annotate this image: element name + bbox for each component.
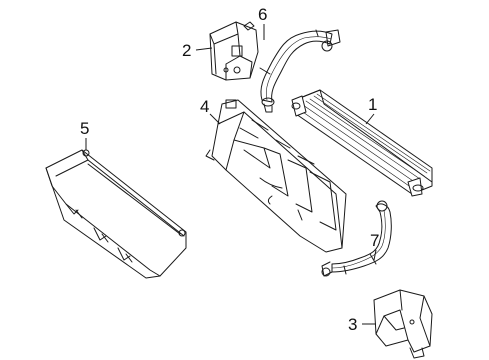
part-1-oil-cooler bbox=[291, 89, 433, 197]
callout-1: 1 bbox=[365, 95, 377, 125]
part-5-air-guide bbox=[45, 149, 187, 279]
callout-label-6: 6 bbox=[258, 5, 267, 24]
callout-2: 2 bbox=[182, 41, 213, 60]
callout-label-3: 3 bbox=[348, 315, 357, 334]
callout-5: 5 bbox=[80, 119, 89, 150]
part-6-upper-hose bbox=[259, 29, 341, 113]
part-4-air-duct bbox=[205, 99, 347, 253]
callout-label-1: 1 bbox=[368, 95, 377, 114]
callout-4: 4 bbox=[200, 97, 221, 125]
callout-label-4: 4 bbox=[200, 97, 209, 116]
callout-7: 7 bbox=[370, 231, 379, 261]
callout-label-7: 7 bbox=[370, 231, 379, 250]
part-7-lower-hose bbox=[321, 200, 392, 277]
callout-6: 6 bbox=[258, 5, 267, 40]
part-2-bracket bbox=[209, 21, 259, 81]
callout-3: 3 bbox=[348, 315, 376, 334]
part-3-lower-bracket bbox=[373, 289, 433, 359]
callout-label-5: 5 bbox=[80, 119, 89, 138]
callout-label-2: 2 bbox=[182, 41, 191, 60]
